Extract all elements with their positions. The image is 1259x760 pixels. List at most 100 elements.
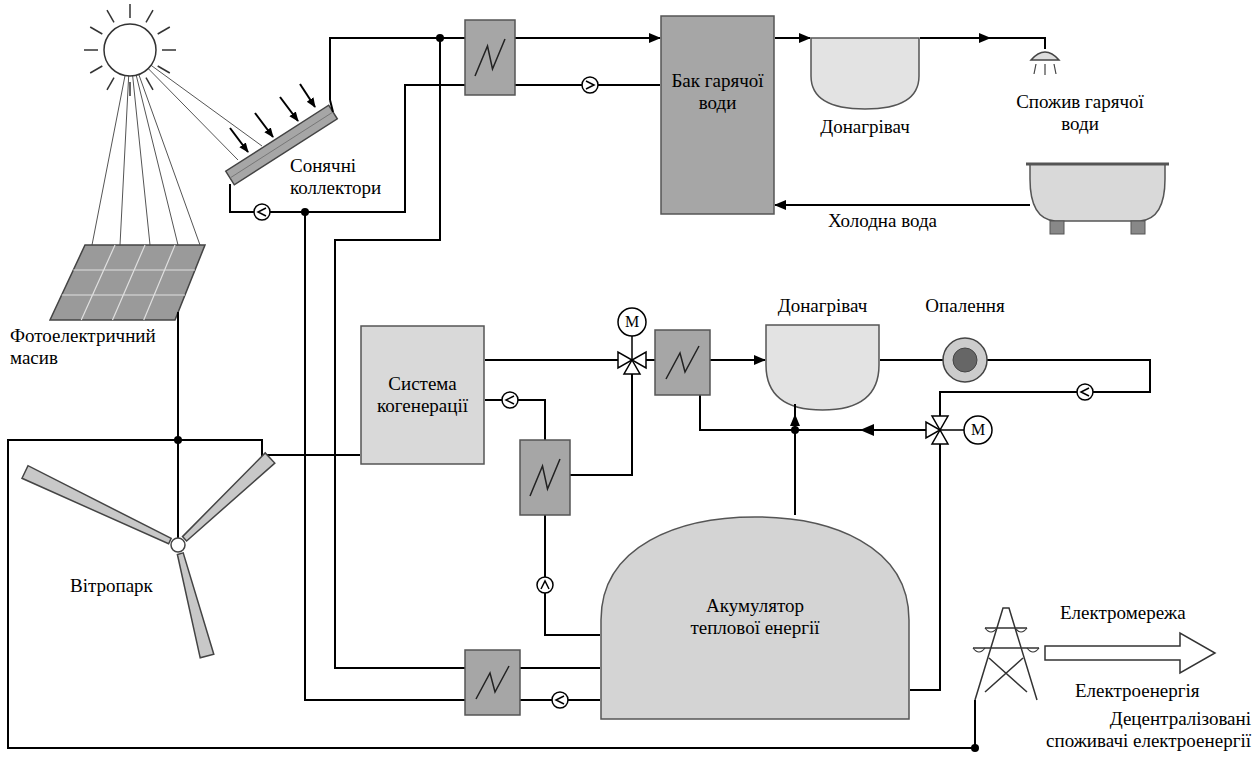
pump-part <box>552 692 568 708</box>
cogeneration-box: Система когенерації <box>360 325 485 465</box>
flow-label: Електроенергія <box>1075 680 1235 702</box>
node-text: Опалення <box>917 295 1013 317</box>
pump <box>502 392 518 408</box>
pipe-connector <box>920 37 990 39</box>
hot-water-consumer-shape-part <box>1034 64 1056 75</box>
sun-part <box>104 24 156 76</box>
sun-ray-part <box>120 50 130 245</box>
node-text: Донагрівач <box>810 116 920 138</box>
junction-dot-part <box>971 744 979 752</box>
wind-park-shape-part <box>183 453 275 541</box>
heat-exchanger <box>465 20 515 95</box>
sun-part <box>90 66 102 73</box>
wind-park-shape-part <box>171 538 185 552</box>
sun-part <box>158 27 170 34</box>
wind-park: Вітропарк <box>15 450 290 665</box>
pump-part <box>537 577 553 593</box>
pipe-connector <box>775 37 810 39</box>
sun-part <box>107 78 114 90</box>
pump-part <box>258 208 266 216</box>
wind-park-shape-part <box>177 553 213 658</box>
pump-part <box>506 396 514 404</box>
junction-dot-part <box>436 34 444 42</box>
flow-arrow <box>860 424 874 436</box>
pump-part <box>582 77 598 93</box>
node-text: Акумулятор теплової енергії <box>675 595 835 639</box>
motor-valve-part <box>926 422 940 438</box>
sun-ray-part <box>92 50 130 245</box>
motor-valve <box>618 308 646 374</box>
pump <box>552 692 568 708</box>
pv-array-shape-part <box>62 245 195 320</box>
pump-part <box>541 581 549 589</box>
pipe-connector <box>330 38 600 668</box>
pipe-connector <box>230 85 660 212</box>
junction-dot-part <box>174 436 182 444</box>
pump <box>582 77 598 93</box>
node-text: Бак гарячої води <box>665 70 770 114</box>
heating-unit: Опалення <box>917 290 1013 385</box>
motor-valve-part <box>964 416 992 444</box>
consumer-label-box: Децентралізовані споживачі електроенергі… <box>1036 708 1251 752</box>
power-grid-shape-part <box>1045 633 1215 673</box>
pipe <box>570 368 940 475</box>
motor-valve-part <box>624 360 640 374</box>
hot-water-consumer-shape-part <box>1030 164 1165 221</box>
heat-exchanger <box>465 650 520 715</box>
pipe-connector <box>178 440 360 455</box>
water-heater: Донагрівач <box>810 21 920 146</box>
sun-part <box>162 49 176 51</box>
motor-label: M <box>618 311 646 333</box>
thermal-storage-shape-part <box>601 517 909 719</box>
wind-park-shape-part <box>177 450 179 538</box>
radiation-arrow-part <box>280 97 298 121</box>
node-text: Сонячні коллектори <box>290 155 390 199</box>
heat-exchanger-part <box>465 20 515 95</box>
heat-exchanger-part <box>655 330 710 395</box>
hot-water-consumer-shape-part <box>990 204 1030 206</box>
hot-water-consumer-shape <box>990 29 1230 239</box>
pipe-connector <box>8 440 975 748</box>
pipe-connector <box>910 360 1150 690</box>
consumer-label: Децентралізовані споживачі електроенергі… <box>1036 708 1251 752</box>
power-grid-shape-part <box>973 628 1039 652</box>
node-text: Система когенерації <box>364 373 481 417</box>
pump <box>537 577 553 593</box>
pipe-connector <box>880 359 917 361</box>
motor-label-box: M <box>618 311 646 333</box>
hot-water-consumer-shape-part <box>1050 221 1064 234</box>
wind-park-shape <box>15 450 290 665</box>
pump-part <box>1077 384 1093 400</box>
motor-label: M <box>964 419 992 441</box>
motor-valve-part <box>940 429 964 431</box>
node-text: Спожив гарячої води <box>1010 91 1150 135</box>
sun-part <box>84 49 98 51</box>
node-text: Електромережа <box>1060 602 1215 624</box>
pipe-connector <box>485 400 600 635</box>
edge-label: Холодна вода <box>825 210 940 232</box>
junction-dot-part <box>301 208 309 216</box>
edge-label-box: Холодна вода <box>825 210 940 232</box>
sun-ray <box>92 50 262 245</box>
motor-valve <box>926 416 992 444</box>
sun-part <box>107 10 114 22</box>
pump <box>1077 384 1093 400</box>
pipe-part <box>570 368 632 475</box>
sun <box>84 4 176 96</box>
pump-part <box>556 696 564 704</box>
hot-water-consumer: Спожив гарячої води <box>990 29 1230 239</box>
heat-exchanger-part <box>475 39 505 76</box>
heat-exchanger <box>520 440 570 515</box>
pump-part <box>254 204 270 220</box>
node-text: Вітропарк <box>70 575 165 597</box>
thermal-storage: Акумулятор теплової енергії <box>600 515 910 720</box>
heat-exchanger-part <box>530 459 560 496</box>
wind-park-shape-part <box>22 466 171 544</box>
motor-label-box: M <box>964 419 992 441</box>
pv-array-shape-part <box>50 245 205 320</box>
pv-array-shape-part <box>177 312 179 370</box>
hot-water-consumer-shape-part <box>1131 221 1145 234</box>
sun-part <box>146 78 153 90</box>
space-heater: Донагрівач <box>765 290 880 415</box>
